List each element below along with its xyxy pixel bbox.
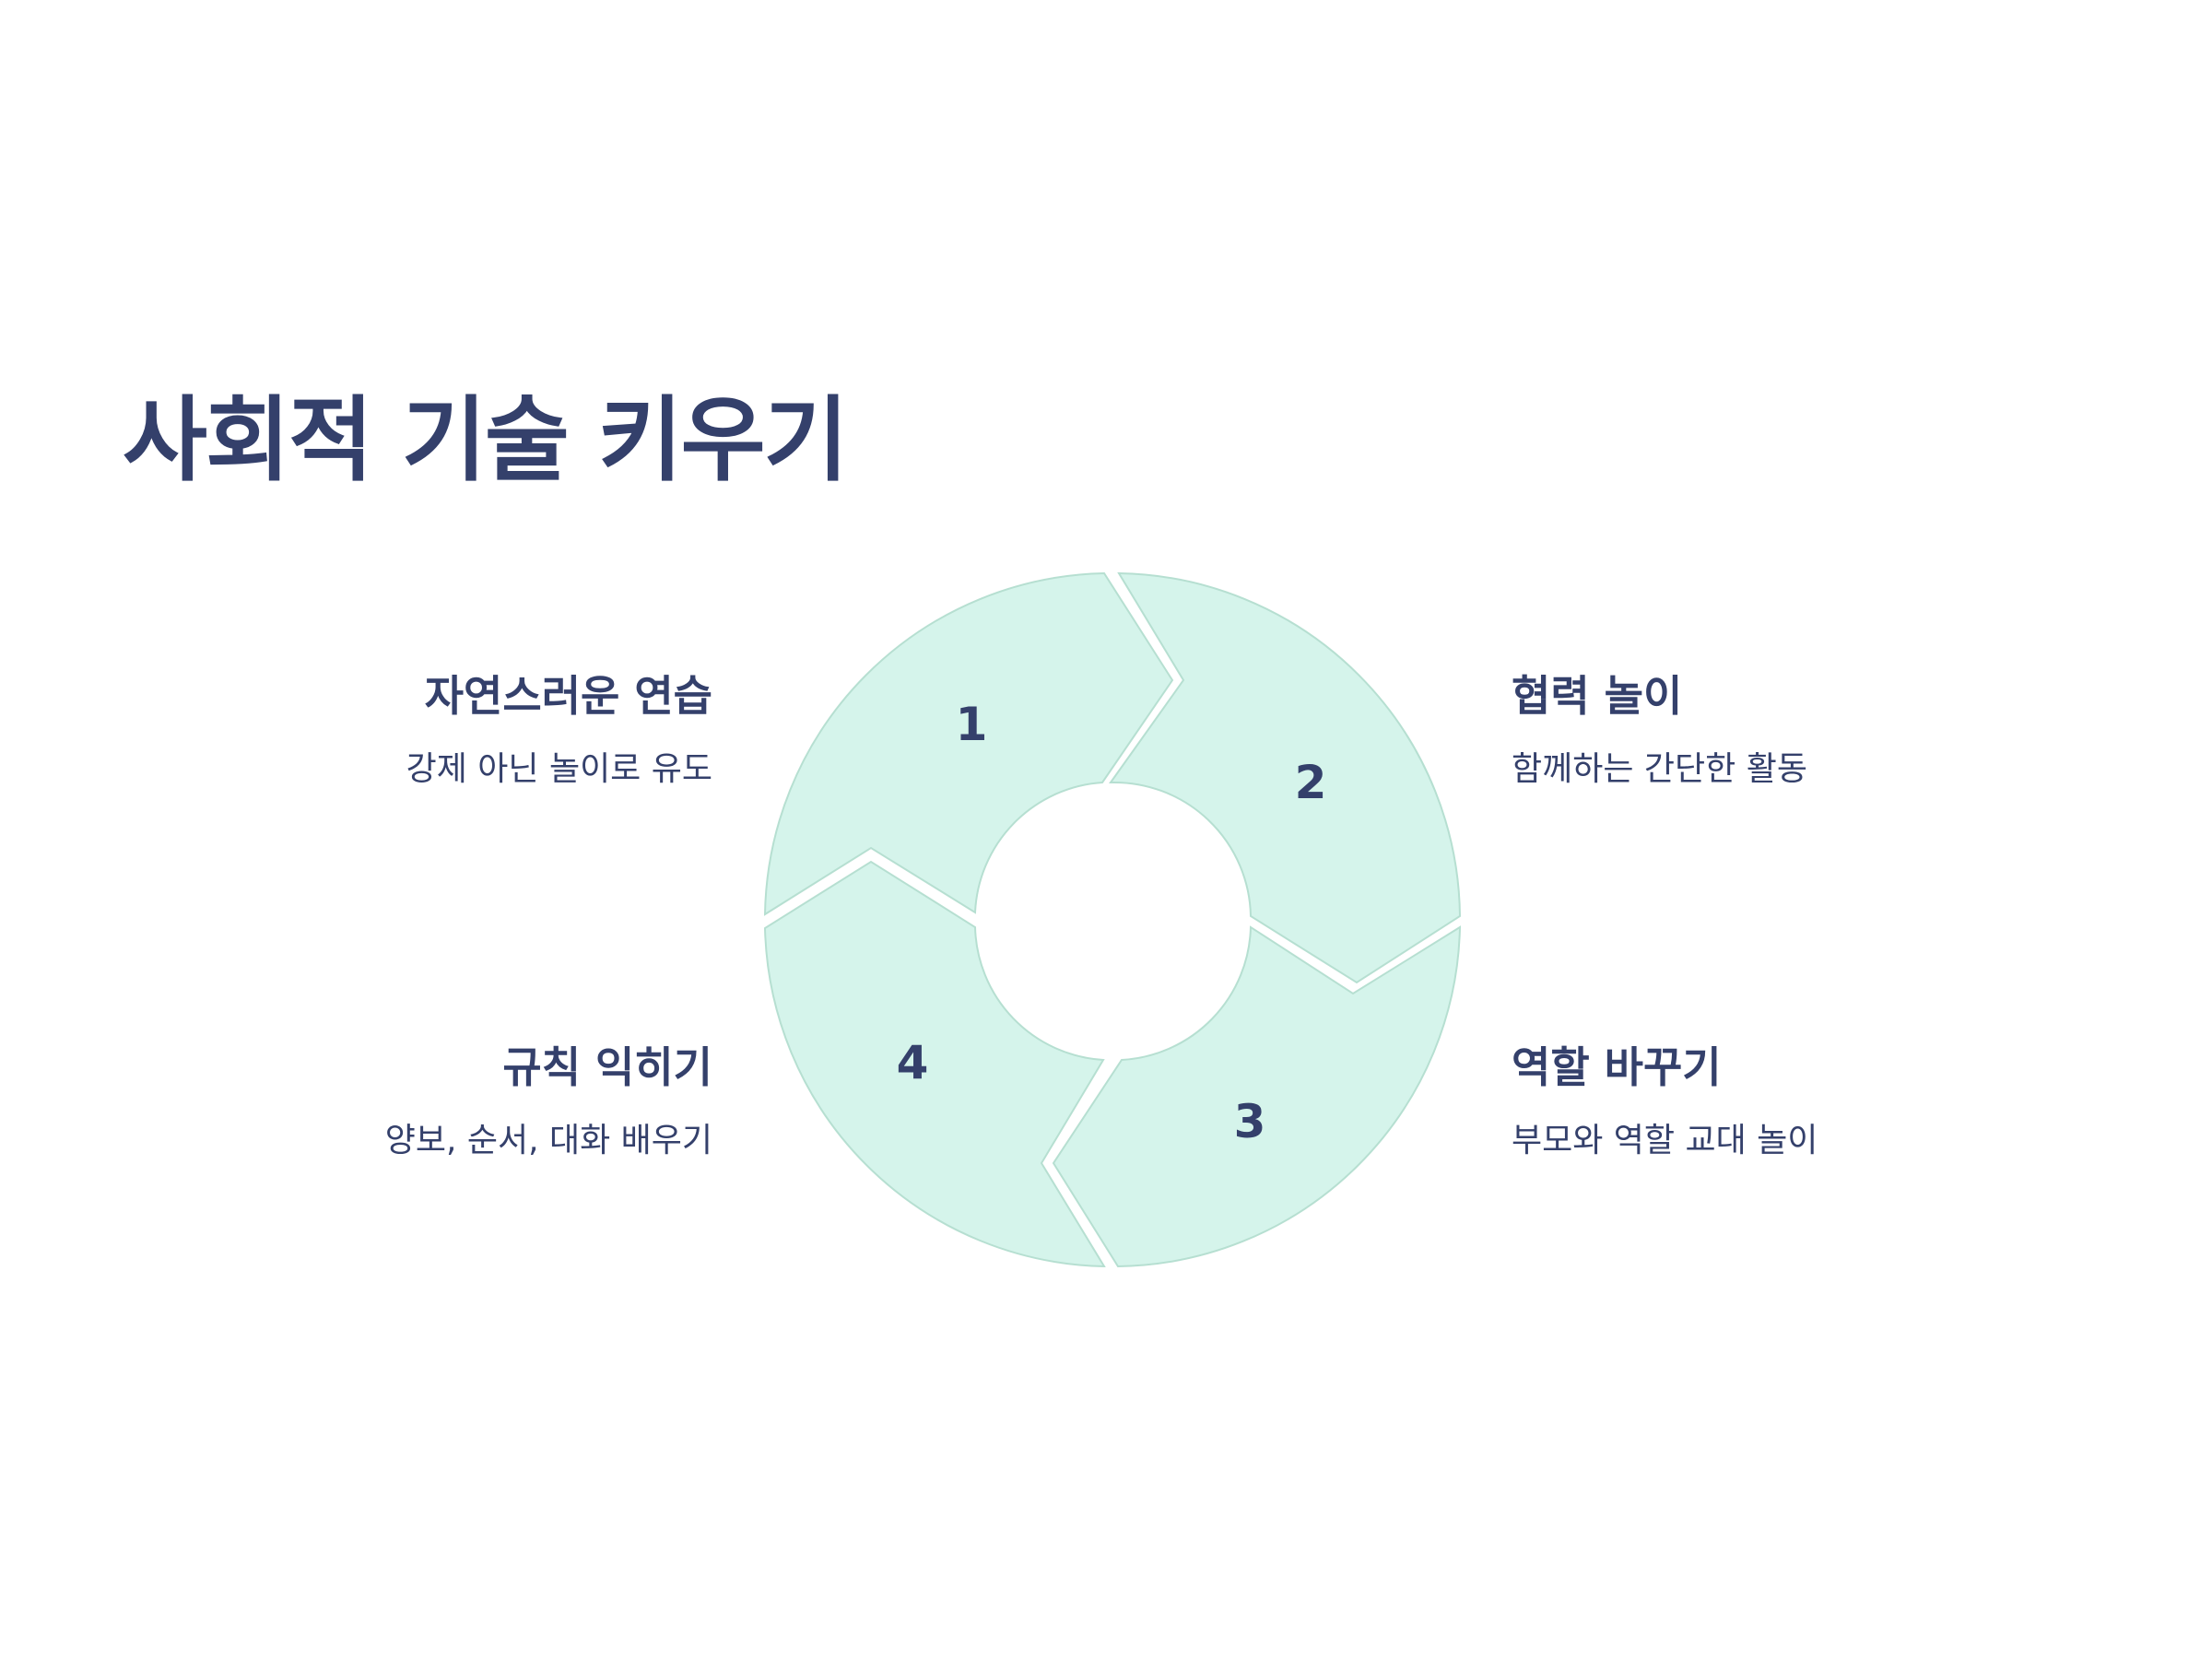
- step-description-2: 함께하는 간단한 활동: [1512, 750, 1807, 789]
- step-label-1: 자연스러운 연습 강제 아닌 놀이로 유도: [215, 671, 712, 789]
- step-heading-1: 자연스러운 연습: [424, 671, 712, 721]
- segment-number-1: 1: [956, 698, 988, 751]
- cycle-segment-2: 2: [1109, 571, 1462, 984]
- step-description-4: 양보, 순서, 대화 배우기: [384, 1122, 712, 1160]
- step-label-4: 규칙 익히기 양보, 순서, 대화 배우기: [215, 1042, 712, 1160]
- step-label-2: 협력 놀이 함께하는 간단한 활동: [1512, 671, 2009, 789]
- step-heading-4: 규칙 익히기: [502, 1042, 712, 1092]
- cycle-segment-shape-2: [1109, 571, 1462, 984]
- segment-number-4: 4: [897, 1036, 929, 1089]
- step-description-3: 부모와 역할 교대 놀이: [1512, 1122, 1818, 1160]
- step-description-1: 강제 아닌 놀이로 유도: [406, 750, 712, 789]
- cycle-segment-shape-3: [1052, 925, 1462, 1268]
- cycle-segment-4: 4: [763, 860, 1106, 1268]
- step-label-3: 역할 바꾸기 부모와 역할 교대 놀이: [1512, 1042, 2009, 1160]
- cycle-segment-3: 3: [1052, 925, 1462, 1268]
- step-heading-3: 역할 바꾸기: [1512, 1042, 1722, 1092]
- cycle-segment-shape-1: [763, 571, 1174, 916]
- cycle-segment-shape-4: [763, 860, 1106, 1268]
- cycle-segment-1: 1: [763, 571, 1174, 916]
- step-heading-2: 협력 놀이: [1512, 671, 1683, 721]
- page-title: 사회적 기술 키우기: [123, 386, 849, 494]
- segment-number-3: 3: [1234, 1095, 1266, 1148]
- segment-number-2: 2: [1295, 756, 1327, 809]
